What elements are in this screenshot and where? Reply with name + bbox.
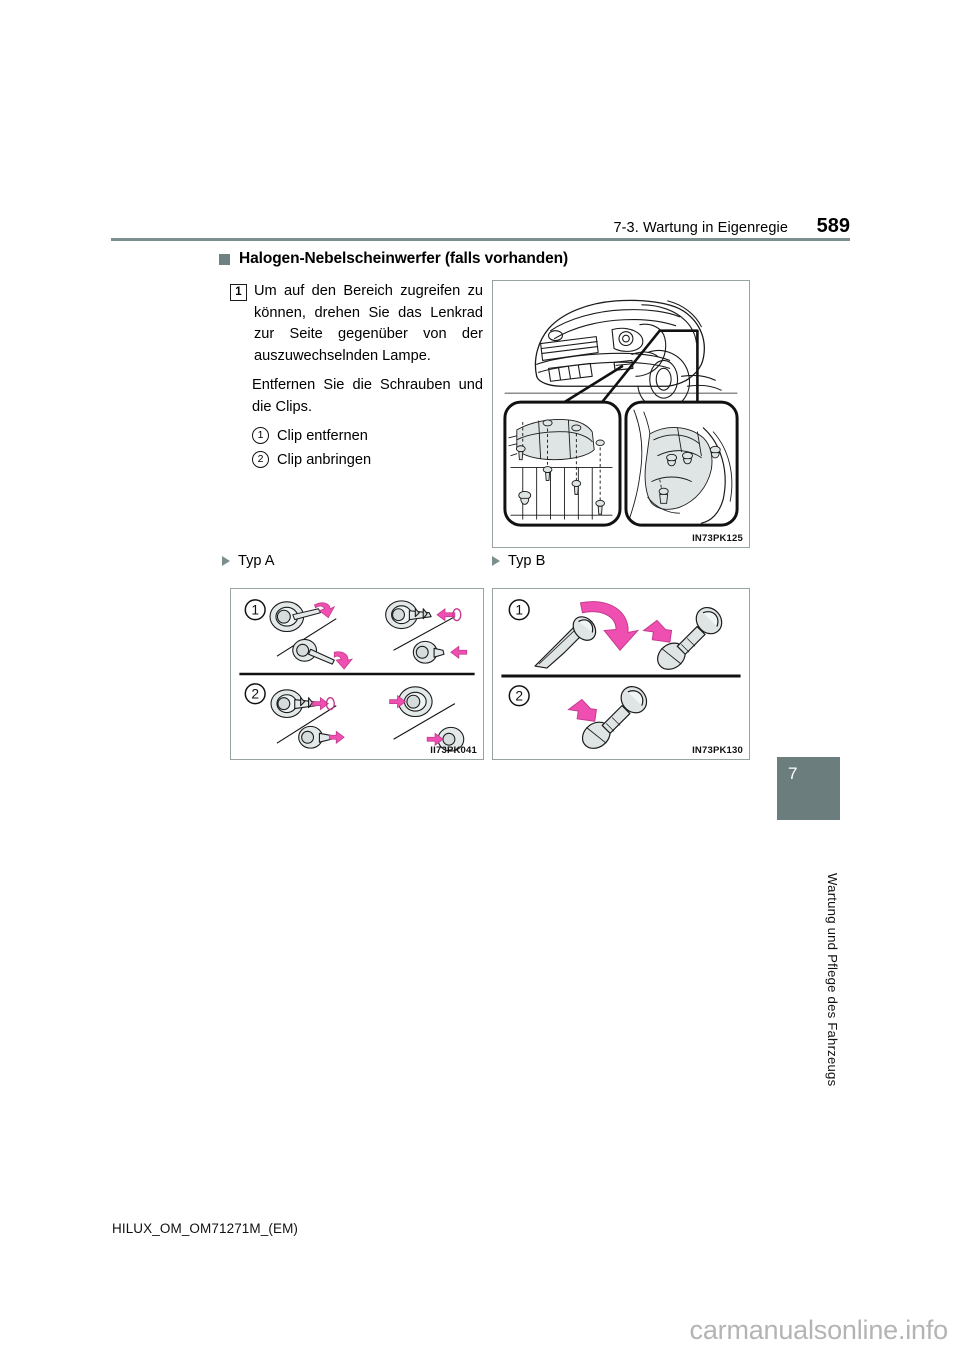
header-section-title: 7-3. Wartung in Eigenregie bbox=[613, 219, 788, 236]
document-code: HILUX_OM_OM71271M_(EM) bbox=[112, 1221, 299, 1236]
chapter-tab: 7 bbox=[777, 757, 840, 820]
callout-item-2: 2 Clip anbringen bbox=[252, 451, 483, 468]
circled-number-1-icon: 1 bbox=[252, 427, 269, 444]
square-bullet-icon bbox=[219, 253, 230, 265]
step-number-box: 1 bbox=[230, 284, 247, 301]
figure-code-main: IN73PK125 bbox=[692, 533, 743, 544]
figure-vehicle-front: IN73PK125 bbox=[492, 280, 750, 548]
panel-marker-2: 2 bbox=[244, 683, 266, 705]
svg-text:1: 1 bbox=[515, 602, 523, 618]
arrow-icon bbox=[426, 732, 444, 746]
instruction-column: 1 Um auf den Bereich zugreifen zu können… bbox=[230, 281, 483, 475]
figure-typ-b-drawing: 1 2 bbox=[501, 599, 741, 749]
arrow-icon bbox=[328, 730, 345, 744]
header-divider-rule bbox=[111, 238, 850, 241]
arrow-icon bbox=[314, 602, 336, 619]
chapter-tab-number: 7 bbox=[788, 764, 798, 783]
panel-marker-1: 1 bbox=[508, 599, 530, 621]
step-1: 1 Um auf den Bereich zugreifen zu können… bbox=[230, 281, 483, 367]
arrow-icon bbox=[389, 694, 407, 709]
typ-a-label: Typ A bbox=[222, 553, 275, 569]
typ-b-label-text: Typ B bbox=[508, 553, 546, 569]
svg-text:2: 2 bbox=[515, 688, 523, 704]
section-heading-text: Halogen-Nebelscheinwerfer (falls vorhand… bbox=[239, 250, 569, 267]
figure-vehicle-front-drawing bbox=[503, 299, 739, 527]
figure-code-typ-a: II73PK041 bbox=[430, 745, 477, 756]
triangle-bullet-icon bbox=[492, 556, 500, 566]
section-heading: Halogen-Nebelscheinwerfer (falls vorhand… bbox=[219, 250, 568, 268]
arrow-icon bbox=[567, 698, 597, 722]
watermark: carmanualsonline.info bbox=[689, 1315, 949, 1345]
svg-text:2: 2 bbox=[251, 686, 259, 702]
svg-text:1: 1 bbox=[251, 602, 259, 618]
chapter-tab-label: Wartung und Pflege des Fahrzeugs bbox=[825, 873, 840, 1087]
callout-label-2: Clip anbringen bbox=[277, 451, 372, 468]
arrow-icon bbox=[450, 645, 468, 659]
arrow-icon bbox=[333, 651, 354, 670]
figure-typ-a-drawing: 1 2 bbox=[239, 599, 475, 752]
panel-marker-2: 2 bbox=[508, 685, 530, 707]
arrow-icon bbox=[312, 696, 335, 711]
circled-number-2-icon: 2 bbox=[252, 451, 269, 468]
figure-typ-b: 1 2 bbox=[492, 588, 750, 760]
instruction-paragraph: Entfernen Sie die Schrauben und die Clip… bbox=[252, 377, 483, 415]
step-1-text: Um auf den Bereich zugreifen zu können, … bbox=[254, 283, 483, 364]
callout-legend: 1 Clip entfernen 2 Clip anbringen bbox=[230, 427, 483, 468]
curved-arrow-icon bbox=[579, 601, 640, 652]
page-number: 589 bbox=[816, 215, 850, 237]
arrow-icon bbox=[642, 619, 673, 643]
page-header: 7-3. Wartung in Eigenregie 589 bbox=[110, 206, 850, 236]
triangle-bullet-icon bbox=[222, 556, 230, 566]
figure-typ-a: 1 2 bbox=[230, 588, 484, 760]
typ-b-label: Typ B bbox=[492, 553, 545, 569]
figure-code-typ-b: IN73PK130 bbox=[692, 745, 743, 756]
panel-marker-1: 1 bbox=[244, 599, 266, 621]
typ-a-label-text: Typ A bbox=[238, 553, 275, 569]
callout-item-1: 1 Clip entfernen bbox=[252, 427, 483, 444]
callout-label-1: Clip entfernen bbox=[277, 427, 368, 444]
arrow-icon bbox=[436, 607, 462, 622]
